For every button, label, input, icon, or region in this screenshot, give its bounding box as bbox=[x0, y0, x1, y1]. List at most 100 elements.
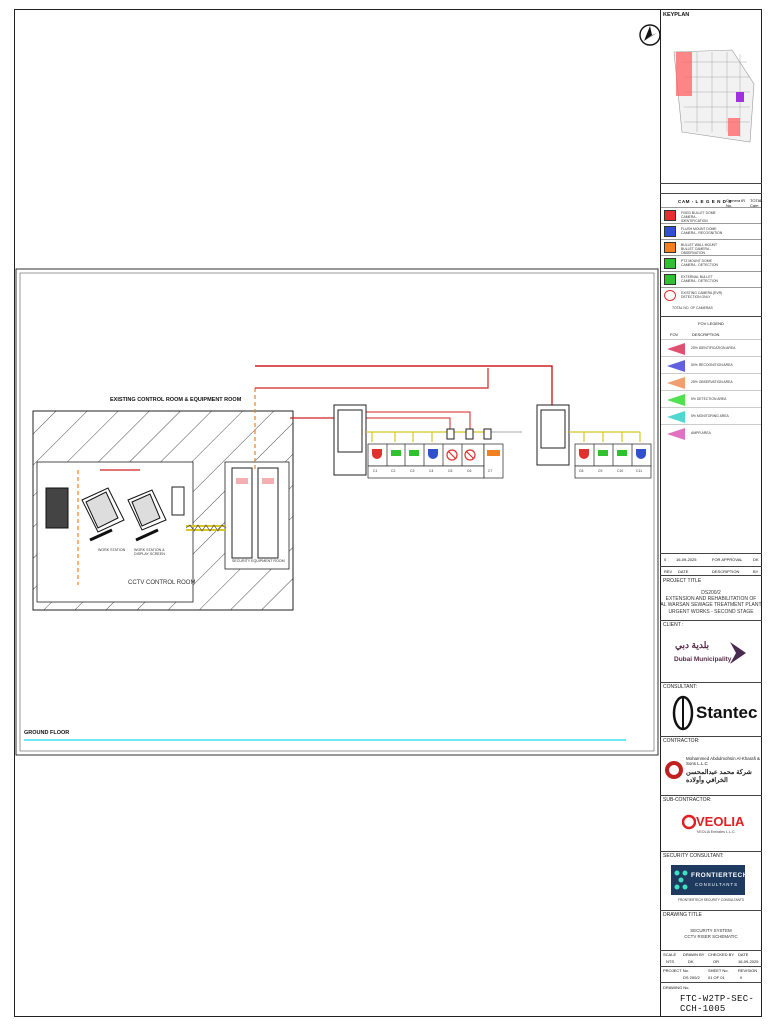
camera-number: C1 bbox=[373, 469, 378, 473]
field-switch-1 bbox=[333, 404, 367, 476]
drawn-value: DK bbox=[688, 959, 694, 964]
fov-header-desc: DESCRIPTION bbox=[692, 332, 720, 337]
rev-header-date: DATE bbox=[678, 569, 689, 574]
fov-text: 25% IDENTIFICATION AREA bbox=[691, 346, 736, 350]
camera-number: C4 bbox=[429, 469, 434, 473]
drawing-number: FTC-W2TP-SEC-CCH-1005 bbox=[680, 994, 755, 1014]
dome-camera-icon bbox=[664, 210, 676, 221]
camera-number: C8 bbox=[579, 469, 584, 473]
client-arabic: بلدية دبي bbox=[675, 640, 710, 650]
contractor-label: CONTRACTOR: bbox=[663, 738, 700, 744]
fov-wedge-icon bbox=[667, 377, 685, 389]
rev-date: 16-09-2025 bbox=[676, 557, 697, 562]
security-consultant-caption: FRONTIERTECH SECURITY CONSULTANTS bbox=[678, 898, 744, 902]
revision-value: 0 bbox=[740, 975, 743, 980]
fov-wedge-icon bbox=[667, 343, 685, 355]
rack-1 bbox=[231, 467, 253, 559]
project-no-label: PROJECT No. bbox=[663, 968, 689, 973]
contractor-logo-icon bbox=[665, 761, 683, 779]
workstation-label: WORK STATION bbox=[98, 548, 126, 552]
subcontractor-sub: VEOLIA Emirates L.L.C. bbox=[697, 830, 736, 834]
fov-wedge-icon bbox=[667, 394, 685, 406]
rev-header-description: DESCRIPTION bbox=[712, 569, 740, 574]
cam-legend-title: CAM - L E G E N D S bbox=[678, 199, 732, 204]
dome-camera-icon bbox=[664, 226, 676, 237]
crossed-camera-icon bbox=[664, 290, 676, 301]
legend-total-label: TOTAL NO. OF CAMERAS bbox=[672, 306, 713, 310]
rev-number: 0 bbox=[664, 557, 667, 562]
drawing-frame bbox=[14, 9, 762, 1017]
cam-legend-row: FLUSH MOUNT DOME CAMERA - RECOGNITION bbox=[661, 223, 761, 240]
fov-text: AMPR AREA bbox=[691, 431, 711, 435]
fov-text: 50% RECOGNITION AREA bbox=[691, 363, 733, 367]
date-label: DATE bbox=[738, 952, 749, 957]
rev-description: FOR APPROVAL bbox=[712, 557, 743, 562]
fov-text: 5% DETECTION AREA bbox=[691, 397, 727, 401]
contractor-arabic: شركة محمد عبدالمحسن الخرافي وأولاده bbox=[686, 769, 752, 784]
existing-room-title: EXISTING CONTROL ROOM & EQUIPMENT ROOM bbox=[110, 397, 242, 403]
camera-number: C2 bbox=[391, 469, 396, 473]
fov-wedge-icon bbox=[667, 428, 685, 440]
cam-legend-text: FIXED BULLET DOME CAMERA - IDENTIFICATIO… bbox=[681, 211, 716, 223]
fov-row: AMPR AREA bbox=[661, 424, 761, 442]
legend-col-total: TOTAL Cam bbox=[750, 198, 763, 208]
cam-legend-text: FLUSH MOUNT DOME CAMERA - RECOGNITION bbox=[681, 227, 723, 235]
veolia-logo-icon bbox=[682, 814, 696, 830]
camera-row-1 bbox=[367, 443, 485, 479]
revision-label: REVISION bbox=[738, 968, 758, 973]
checked-label: CHECKED BY bbox=[708, 952, 735, 957]
cam-legend-row: EXISTING CAMERA (EVR) DETECTION ONLY bbox=[661, 287, 761, 304]
rev-header-rev: REV bbox=[664, 569, 673, 574]
consultant-label: CONSULTANT: bbox=[663, 684, 697, 690]
camera-row-2-icons bbox=[579, 449, 646, 459]
frontiertech-name: FRONTIERTECH bbox=[691, 872, 748, 879]
viewport-frame-inner bbox=[19, 272, 655, 752]
camera-row-2 bbox=[574, 443, 652, 479]
fov-header-fov: FOV bbox=[670, 332, 679, 337]
camera-number: C11 bbox=[636, 469, 642, 473]
frontiertech-logo: FRONTIERTECH CONSULTANTS bbox=[671, 865, 748, 895]
sheet-value: 01 OF 01 bbox=[708, 975, 725, 980]
cam-legend-text: EXISTING CAMERA (EVR) DETECTION ONLY bbox=[681, 291, 723, 299]
project-no-value: DS 200/2 bbox=[683, 975, 700, 980]
ground-floor-label: GROUND FLOOR bbox=[24, 730, 70, 736]
cam-legend-text: BULLET WALL MOUNT BULLET CAMERA - OBSERV… bbox=[681, 243, 717, 255]
legend-col-ir: IR bbox=[741, 198, 745, 203]
rev-header-by: BY bbox=[753, 569, 759, 574]
camera-number: C7 bbox=[488, 469, 493, 473]
camera-number: C6 bbox=[467, 469, 472, 473]
drawing-title: SECURITY SYSTEM CCTV RISER SCHEMATIC bbox=[684, 928, 738, 939]
security-room-label: SECURITY EQUIPMENT ROOM bbox=[232, 559, 285, 563]
scale-value: NTS bbox=[666, 959, 674, 964]
cam-legend-row: EXTERNAL BULLET CAMERA - DETECTION bbox=[661, 271, 761, 288]
fov-wedge-icon bbox=[667, 360, 685, 372]
cam-legend-text: EXTERNAL BULLET CAMERA - DETECTION bbox=[681, 275, 718, 283]
subcontractor-label: SUB-CONTRACTOR: bbox=[663, 797, 712, 803]
scale-label: SCALE bbox=[663, 952, 677, 957]
cam-legend-row: FIXED BULLET DOME CAMERA - IDENTIFICATIO… bbox=[661, 207, 761, 224]
camera-number: C3 bbox=[410, 469, 415, 473]
workstation-1 bbox=[81, 487, 125, 542]
project-title: DS200/2 EXTENSION AND REHABILITATION OF … bbox=[660, 590, 762, 615]
keyplan-map bbox=[662, 22, 760, 182]
contractor-name: Mohammed Abdulmohsin Al-Kharafi & Sons L… bbox=[686, 756, 760, 766]
north-arrow-icon bbox=[639, 24, 660, 46]
drawn-label: DRAWN BY bbox=[683, 952, 705, 957]
feeder-red-1 bbox=[255, 365, 553, 405]
date-value: 16-09-2025 bbox=[738, 959, 759, 964]
sheet-label: SHEET No. bbox=[708, 968, 729, 973]
rev-by: DK bbox=[753, 557, 759, 562]
camera-number: C10 bbox=[617, 469, 624, 473]
field-switch-2 bbox=[536, 404, 570, 466]
fov-row: 25% IDENTIFICATION AREA bbox=[661, 339, 761, 357]
fov-row: 5% DETECTION AREA bbox=[661, 390, 761, 408]
workstation-2 bbox=[127, 489, 167, 542]
stantec-logo-icon bbox=[672, 695, 694, 731]
cam-legend-text: PTZ MOUNT DOME CAMERA - DETECTION bbox=[681, 259, 718, 267]
bullet-camera-icon bbox=[664, 242, 676, 253]
checked-value: OR bbox=[713, 959, 719, 964]
workstation-display-label: WORK STATION & DISPLAY SCREEN bbox=[134, 548, 165, 556]
frontiertech-sub: CONSULTANTS bbox=[695, 882, 739, 887]
dome-camera-icon bbox=[664, 258, 676, 269]
client-label: CLIENT : bbox=[663, 622, 684, 628]
